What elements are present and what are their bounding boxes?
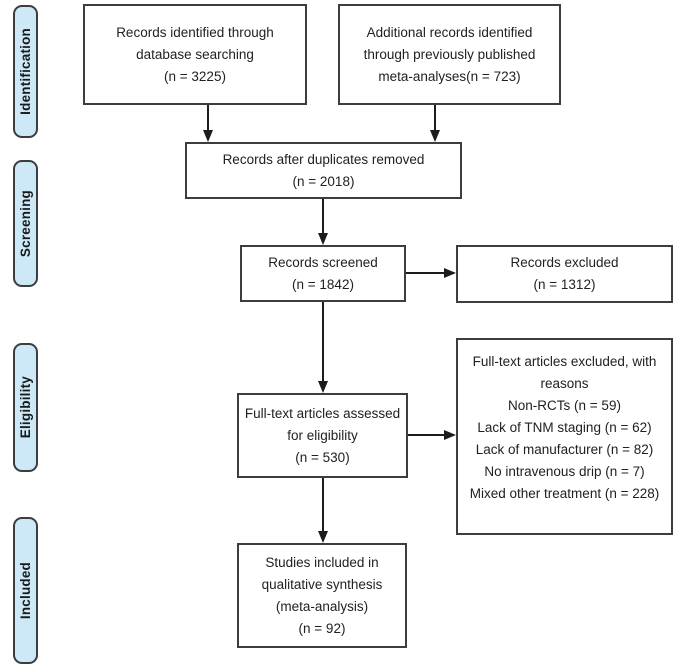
text-line: Studies included in (265, 554, 379, 570)
text-line: (n = 92) (298, 620, 346, 636)
text-line: (n = 2018) (292, 173, 355, 189)
box-fulltext-articles-assessed: Full-text articles assessed for eligibil… (237, 393, 408, 478)
stage-eligibility-label: Eligibility (18, 376, 33, 439)
box-records-screened: Records screened (n = 1842) (240, 245, 406, 302)
text-line: Mixed other treatment (n = 228) (469, 486, 660, 501)
stage-identification-label: Identification (18, 28, 33, 115)
stage-identification: Identification (13, 5, 38, 138)
text-line: Lack of manufacturer (n = 82) (475, 442, 654, 457)
text-line: (n = 3225) (164, 68, 226, 84)
box-records-identified-database: Records identified through database sear… (83, 4, 307, 105)
text-line: Records identified through (116, 24, 274, 40)
text-line: Records excluded (510, 255, 619, 270)
text-line: Non-RCTs (n = 59) (508, 398, 621, 413)
text-line: reasons (540, 376, 589, 391)
stage-eligibility: Eligibility (13, 343, 38, 472)
text-line: database searching (136, 46, 254, 62)
box-records-after-duplicates-removed: Records after duplicates removed (n = 20… (185, 142, 462, 199)
text-line: Records screened (268, 254, 378, 270)
text-line: meta-analyses(n = 723) (378, 68, 521, 84)
text-line: (n = 530) (295, 449, 350, 465)
stage-included-label: Included (18, 561, 33, 620)
text-line: (n = 1842) (292, 276, 354, 292)
text-line: for eligibility (287, 427, 358, 443)
box-records-excluded: Records excluded (n = 1312) (456, 245, 673, 303)
text-line: through previously published (363, 46, 536, 62)
stage-screening: Screening (13, 160, 38, 287)
text-line: qualitative synthesis (261, 576, 383, 592)
text-line: No intravenous drip (n = 7) (484, 464, 645, 479)
box-studies-included-qualitative-synthesis: Studies included in qualitative synthesi… (237, 543, 407, 648)
box-fulltext-excluded-reasons: Full-text articles excluded, with reason… (456, 338, 673, 535)
text-line: Full-text articles excluded, with (472, 354, 657, 369)
text-line: Lack of TNM staging (n = 62) (477, 420, 652, 435)
text-line: Additional records identified (366, 24, 533, 40)
text-line: (n = 1312) (533, 277, 596, 292)
text-line: (meta-analysis) (275, 598, 369, 614)
stage-screening-label: Screening (18, 189, 33, 258)
text-line: Records after duplicates removed (222, 151, 425, 167)
text-line: Full-text articles assessed (244, 405, 401, 421)
stage-included: Included (13, 517, 38, 664)
box-additional-records-meta-analyses: Additional records identified through pr… (338, 4, 561, 105)
